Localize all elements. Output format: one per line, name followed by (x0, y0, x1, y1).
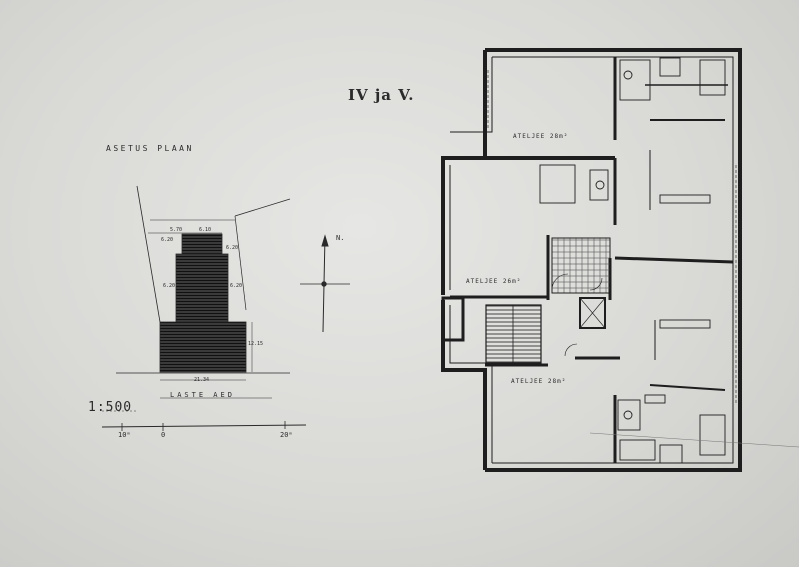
staircase (485, 304, 542, 364)
scale-tick-20: 20ᵐ (280, 431, 293, 439)
scale-tick-0: 0 (161, 431, 166, 439)
site-dim-right-2: 6.20 (230, 283, 243, 289)
site-dim-right-3: 12.15 (248, 341, 264, 347)
site-boundary-left (136, 185, 161, 323)
room-label-middle: ATELJEE 26m² (466, 278, 522, 285)
west-bay (441, 296, 465, 342)
floor-title: IV ja V. (348, 86, 415, 104)
building-footprint-mid (175, 253, 229, 323)
site-plan-title: ASETUS PLAAN (106, 144, 194, 153)
floor-plan (441, 48, 799, 472)
overlay-line (589, 432, 799, 448)
site-boundary-right (234, 215, 247, 311)
inner-wall-lines (449, 56, 734, 464)
door-swings (551, 273, 603, 357)
site-dim-right-1: 6.20 (226, 245, 239, 251)
street-name: LASTE AED (170, 391, 235, 399)
site-dim-left-2: 6.20 (163, 283, 176, 289)
site-dim-top-left: 5.70 (170, 227, 183, 233)
site-boundary-diag (234, 198, 291, 217)
elevator-shaft (579, 297, 606, 329)
tiled-hall (551, 237, 611, 294)
room-label-upper: ATELJEE 28m² (513, 133, 569, 140)
scale-bar (101, 397, 307, 431)
fixtures (539, 57, 726, 464)
scale-tick-10: 10ᵐ (118, 431, 131, 439)
building-footprint-tower (181, 233, 223, 255)
building-footprint-base (159, 321, 247, 373)
room-label-lower: ATELJEE 28m² (511, 378, 567, 385)
north-arrow (300, 234, 350, 333)
north-label: N. (336, 234, 345, 242)
site-plan (101, 185, 350, 431)
site-dim-left-1: 6.20 (161, 237, 174, 243)
scale-label: 1:500 (88, 400, 133, 415)
site-dim-top-right: 6.10 (199, 227, 212, 233)
